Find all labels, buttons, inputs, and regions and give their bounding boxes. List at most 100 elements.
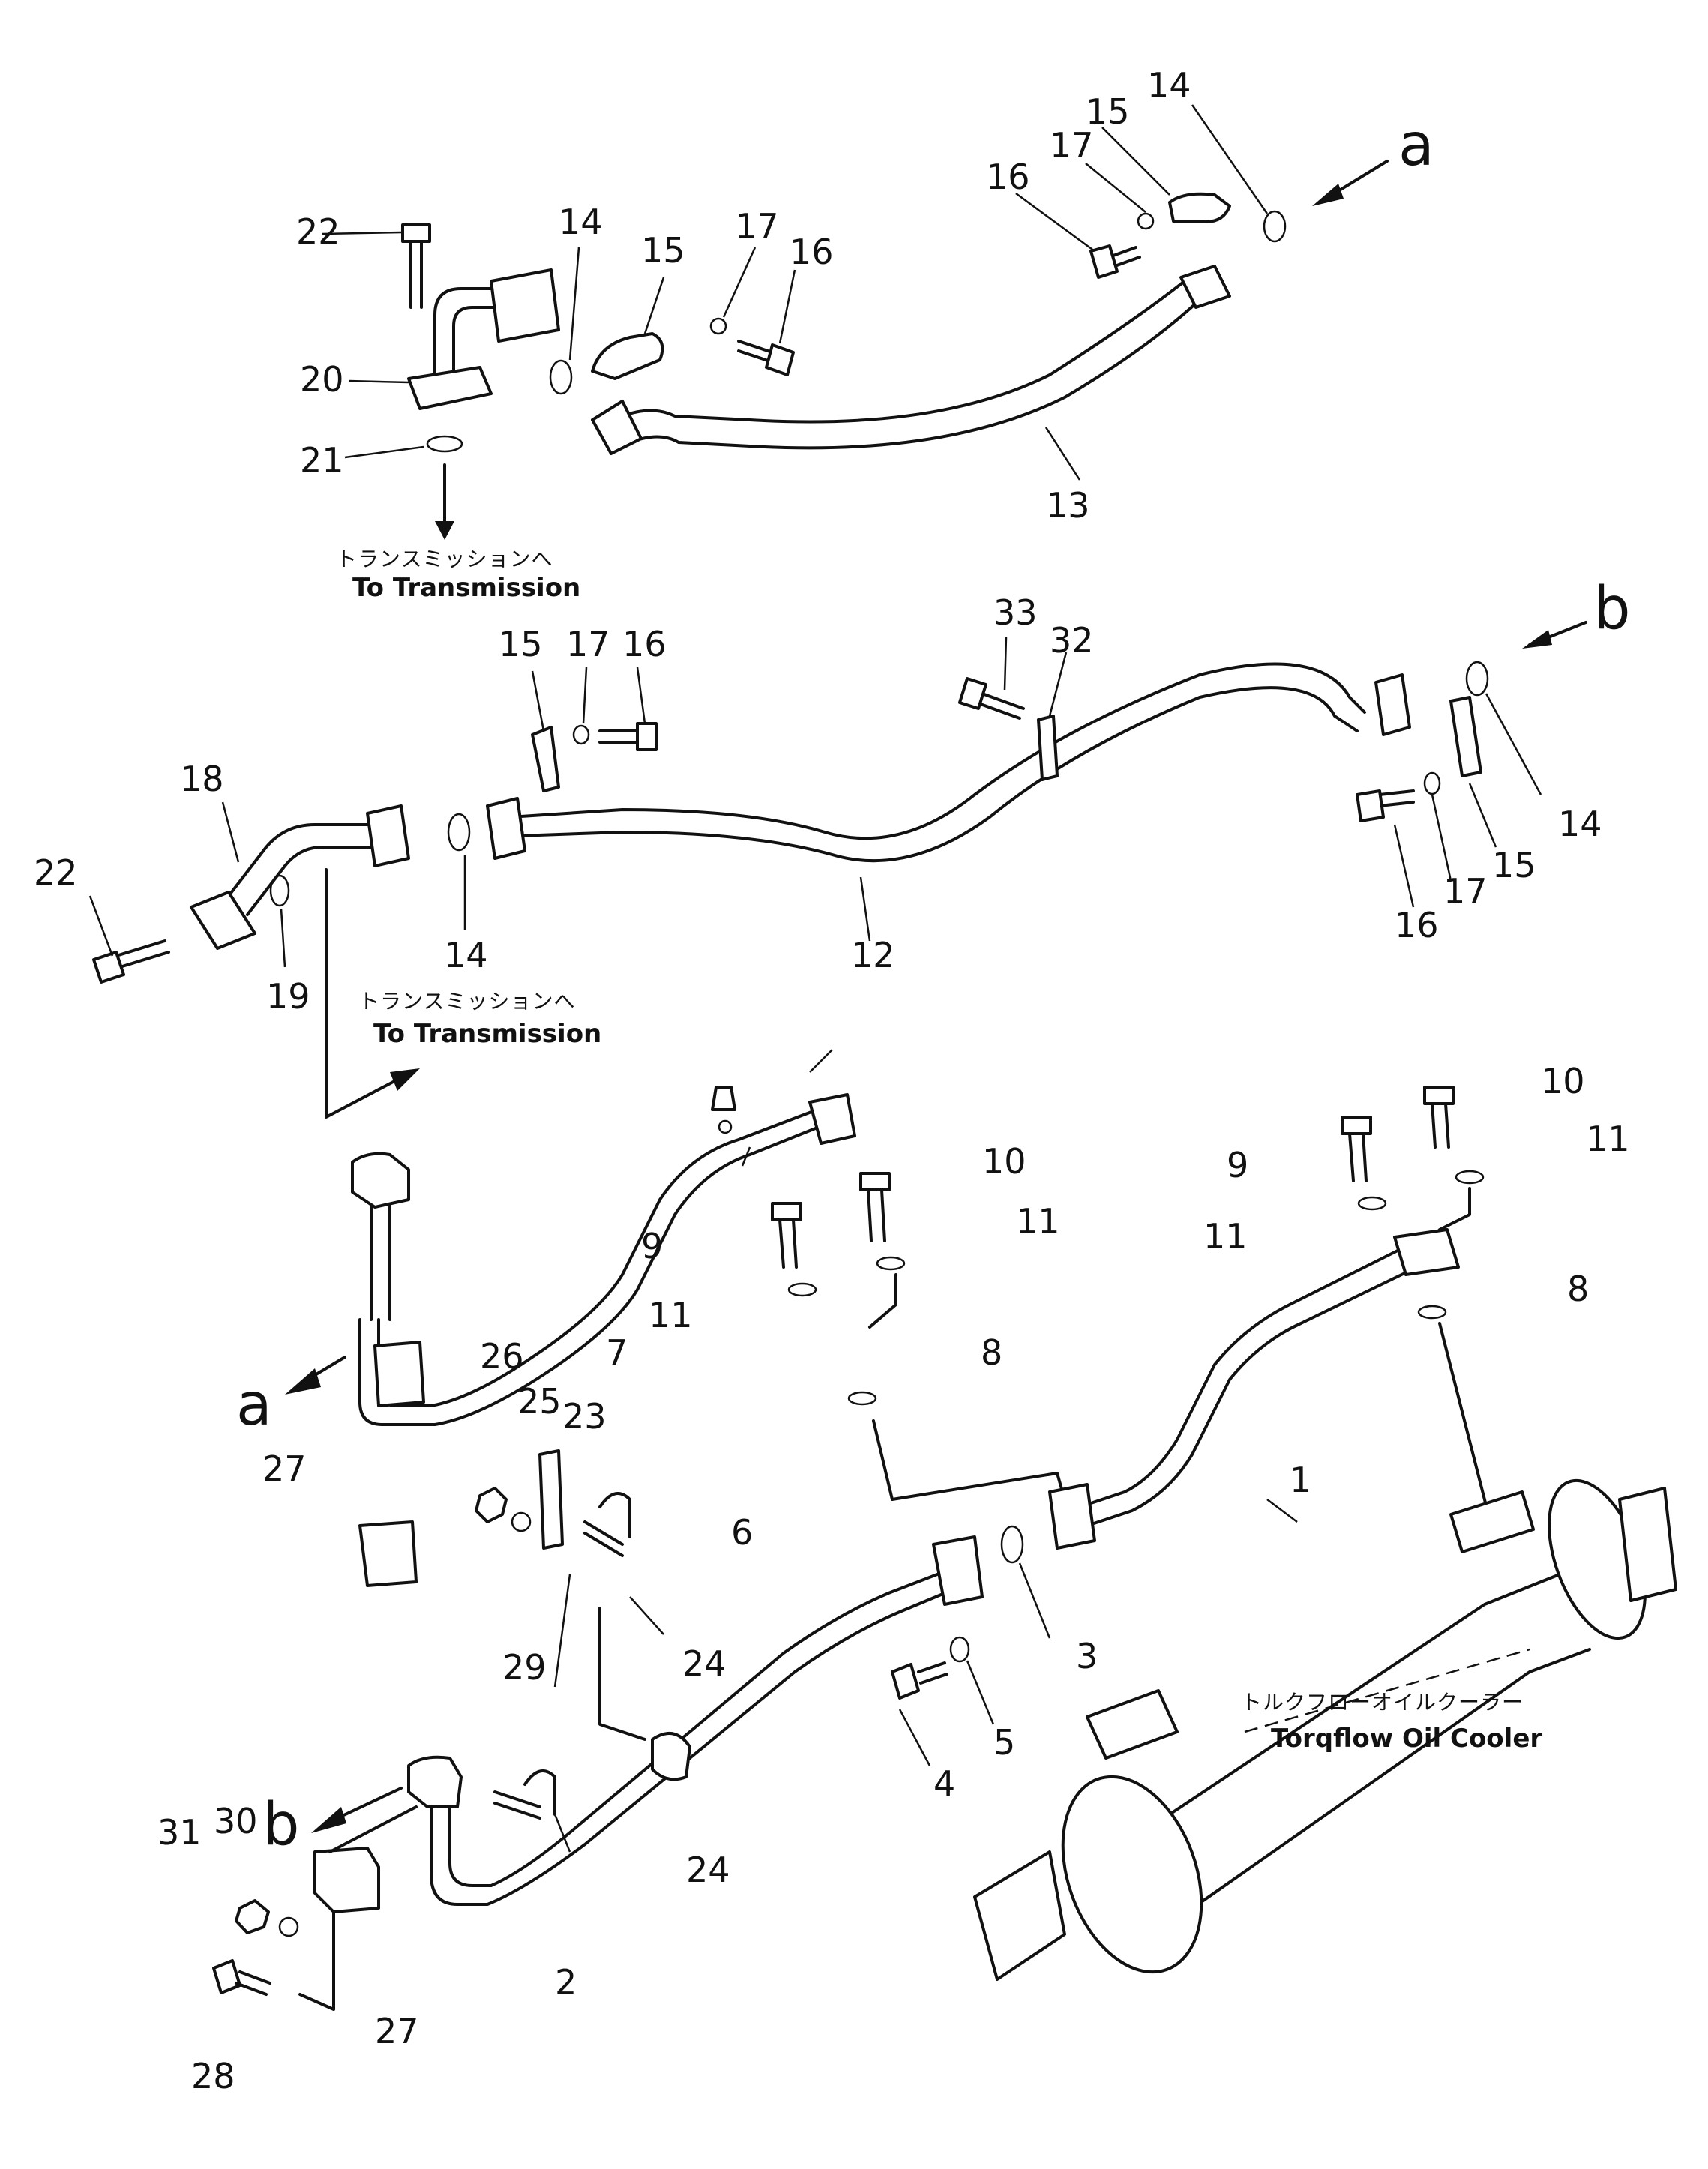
pipe-6-vertical [370, 1191, 391, 1321]
bracket-27-lower [313, 1847, 380, 1913]
connector-a-top: a [1398, 112, 1434, 179]
bolt-33-shank [977, 692, 1025, 720]
callout-27-upper: 27 [262, 1448, 307, 1489]
bolt-9-left-shank [778, 1218, 798, 1269]
cooler-body-bottom [1164, 1648, 1591, 1928]
cooler-label-jp: トルクフローオイルクーラー [1241, 1690, 1524, 1715]
callout-6: 6 [731, 1512, 753, 1553]
cooler-left-bracket [973, 1850, 1066, 1981]
bolt-28-head [212, 1959, 241, 1994]
callout-24-upper: 24 [682, 1643, 727, 1684]
leader-8-left-to-cooler [872, 1419, 1066, 1501]
split-flange-15-left [591, 332, 664, 380]
bolt-16-right-head [1089, 244, 1119, 279]
o-ring-14-middle-left [447, 813, 471, 852]
callout-numbers: 1 2 3 4 5 6 7 8 8 9 9 10 10 11 11 11 11 … [34, 65, 1630, 2096]
callout-11-left-b: 11 [1016, 1201, 1060, 1242]
pipe-2-upper [430, 1592, 946, 1906]
washer-11-left-a [787, 1282, 817, 1297]
cooler-label-en: Torqflow Oil Cooler [1271, 1724, 1542, 1754]
pipe-2-end-flange [932, 1535, 984, 1606]
callout-14-middle-right: 14 [1558, 804, 1602, 844]
bolt-22-middle-shank [115, 939, 170, 969]
bolt-22-head [401, 223, 431, 243]
pipe-18-end-flange [366, 804, 410, 867]
callout-5: 5 [993, 1722, 1015, 1763]
callout-25: 25 [517, 1381, 562, 1422]
callout-24-lower: 24 [686, 1850, 730, 1890]
hose-13-end-flange-right [1179, 265, 1231, 309]
split-flange-15-right [1168, 192, 1231, 223]
callout-22-middle: 22 [34, 852, 78, 893]
callout-28: 28 [191, 2056, 235, 2096]
callout-31: 31 [157, 1812, 202, 1853]
o-ring-3 [1000, 1525, 1024, 1564]
bolt-10-left-head [859, 1172, 891, 1191]
callout-26: 26 [480, 1336, 524, 1377]
washer-5 [949, 1636, 970, 1663]
callout-16-top-right: 16 [986, 157, 1030, 197]
callout-2: 2 [555, 1962, 577, 2003]
clamp-32 [1037, 715, 1059, 781]
washer-25 [511, 1511, 532, 1532]
washer-17-middle-right [1423, 771, 1441, 795]
callout-15-middle-right: 15 [1492, 845, 1536, 885]
pipe-1-flange [1048, 1483, 1096, 1550]
callout-14-middle-left: 14 [444, 935, 488, 975]
washer-17-left [709, 317, 727, 335]
connector-a-arrow-top-head [1312, 184, 1344, 206]
o-ring-19 [269, 874, 290, 907]
callout-15-top-right: 15 [1086, 91, 1130, 132]
bolt-16-middle-right-head [1356, 789, 1385, 822]
washer-11-right-b [1455, 1170, 1485, 1185]
middle-assembly [92, 621, 1587, 1119]
bolt-10-right-head [1423, 1086, 1455, 1105]
pipe-18-lower [246, 846, 376, 916]
bracket-27-upper [358, 1520, 418, 1587]
bolt-22-middle-head [92, 951, 125, 984]
clamp-27-left [373, 1341, 425, 1407]
u-bolt-24-upper [583, 1492, 631, 1557]
to-transmission-arrow-2-shaft [325, 868, 399, 1119]
pipe-2-lower [448, 1573, 939, 1887]
o-ring-14-top-right [1263, 210, 1287, 243]
cooler-inlet-port [1086, 1689, 1179, 1760]
connector-b-arrow-lower-head [311, 1807, 346, 1833]
connector-a-lower: a [236, 1371, 272, 1439]
washer-17-right [1137, 212, 1155, 230]
top-assembly [401, 160, 1389, 540]
torqflow-oil-cooler [973, 1478, 1677, 1981]
callout-20: 20 [300, 359, 344, 400]
callout-30: 30 [214, 1801, 258, 1841]
pipe-2-top-flange [407, 1755, 463, 1808]
hose-12-end-flange-right [1374, 673, 1411, 736]
leader-28-to-bracket [298, 1910, 335, 2011]
elbow-top-flange [490, 268, 560, 343]
connector-b-lower: b [262, 1791, 300, 1859]
o-ring-14-middle-right [1465, 661, 1489, 697]
to-transmission-label-1-en: To Transmission [352, 573, 580, 603]
o-ring-8-right [1417, 1305, 1447, 1320]
callout-17-middle-left: 17 [566, 624, 610, 664]
bolt-33-head [958, 677, 987, 710]
text-labels: トランスミッションへ To Transmission トランスミッションへ To… [336, 547, 1542, 1754]
leader-11-right-to-block [1438, 1187, 1471, 1231]
callout-33: 33 [993, 592, 1038, 633]
leader-lines [88, 104, 1542, 1853]
callout-16-middle-right: 16 [1395, 905, 1439, 945]
callout-27-lower: 27 [375, 2011, 419, 2051]
bolt-28-shank [235, 1970, 271, 1996]
hose-13-end-flange-left [591, 400, 643, 455]
pipe-6-end-block [808, 1093, 856, 1145]
pipe-1-end-block [1393, 1228, 1460, 1276]
callout-8-left: 8 [981, 1332, 1002, 1373]
connector-a-arrow-lower-head [285, 1368, 321, 1395]
pipe-6-upper [358, 1123, 826, 1426]
callout-13: 13 [1046, 485, 1090, 526]
connector-b-arrow-lower-shaft [336, 1787, 403, 1820]
bolt-16-left-head [765, 343, 795, 376]
bolt-22-shank [409, 240, 423, 309]
callout-17-top-right: 17 [1050, 125, 1094, 166]
callout-29: 29 [502, 1647, 547, 1688]
callout-18: 18 [180, 759, 224, 799]
